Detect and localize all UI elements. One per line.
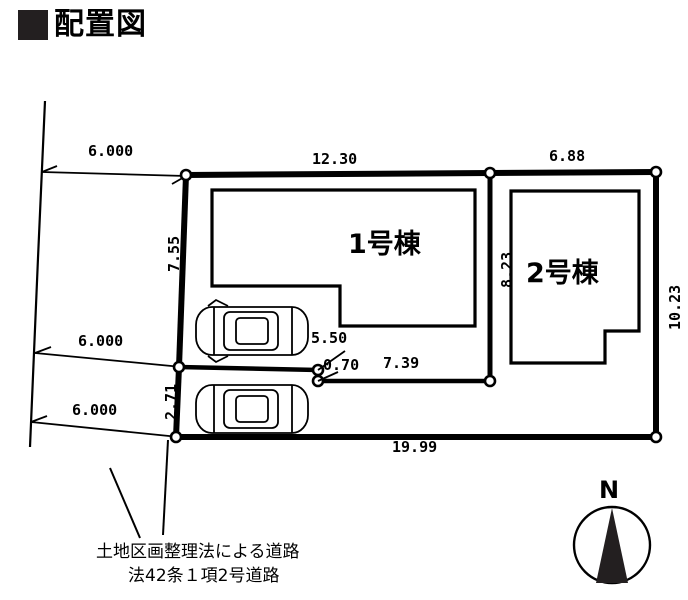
dim-left-upper: 7.55 bbox=[165, 235, 183, 272]
road-width-dimension-lines bbox=[30, 165, 187, 438]
dim-mid-vertical: 8.23 bbox=[498, 251, 516, 288]
inner-dimension-leaders bbox=[317, 350, 346, 382]
boundary-vertex-markers bbox=[169, 165, 663, 444]
filled-square-icon bbox=[18, 10, 48, 40]
dim-top-left-frontage: 12.30 bbox=[312, 150, 358, 168]
dim-inner-7-39: 7.39 bbox=[383, 354, 420, 372]
road-left-edge bbox=[28, 100, 47, 448]
dim-inner-5-50: 5.50 bbox=[311, 329, 348, 347]
car-top-view-icon bbox=[195, 298, 309, 364]
car-top-view-icon bbox=[195, 384, 309, 434]
bldg-2-footprint bbox=[509, 189, 641, 365]
site-boundary bbox=[173, 169, 659, 440]
road-note-line-1: 土地区画整理法による道路 bbox=[96, 542, 300, 562]
road-note-line-2: 法42条１項2号道路 bbox=[128, 566, 280, 586]
dim-inner-0-70: 0.70 bbox=[323, 356, 360, 374]
dim-road-width-2: 6.000 bbox=[78, 332, 124, 350]
dim-top-right-frontage: 6.88 bbox=[549, 147, 586, 165]
dim-bottom-total: 19.99 bbox=[392, 438, 438, 456]
page-title-text: 配置図 bbox=[54, 7, 147, 42]
compass-north-label: N bbox=[599, 476, 620, 504]
north-arrow-icon bbox=[572, 505, 652, 585]
note-leader-line bbox=[109, 439, 169, 539]
dim-right-vertical: 10.23 bbox=[666, 284, 684, 330]
dim-road-width-1: 6.000 bbox=[88, 142, 134, 160]
dim-left-lower: 2.71 bbox=[162, 383, 180, 420]
bldg-2-label: 2号棟 bbox=[526, 258, 599, 289]
dim-road-width-3: 6.000 bbox=[72, 401, 118, 419]
bldg-1-label: 1号棟 bbox=[348, 229, 421, 260]
page-title: 配置図 bbox=[18, 10, 147, 40]
bldg-1-footprint bbox=[210, 188, 477, 328]
